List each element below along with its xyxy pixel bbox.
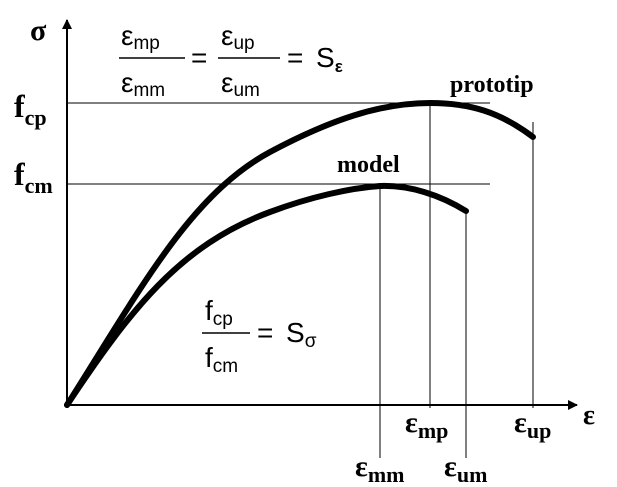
model-label: model (337, 152, 400, 178)
fcm-label: fcm (14, 156, 53, 198)
formula-stress-num: fcp (205, 295, 233, 330)
x-axis-symbol: ε (583, 400, 595, 431)
formula-strain-num1: εmp (121, 20, 160, 54)
formula-strain-den1: εmm (121, 67, 165, 101)
fcp-label: fcp (14, 88, 47, 130)
formula-stress-result: Sσ (286, 317, 317, 352)
strain-scale-formula: εmp εmm = εup εum = Sε (119, 20, 343, 101)
eps-up-label: εup (514, 406, 551, 443)
model-curve (64, 182, 469, 408)
eps-mm-label: εmm (355, 450, 404, 487)
formula-strain-eq1: = (191, 42, 207, 73)
stress-scale-formula: fcp fcm = Sσ (202, 295, 317, 377)
formula-strain-result: Sε (316, 42, 343, 76)
formula-strain-num2: εup (221, 20, 255, 54)
formula-stress-den: fcm (205, 342, 238, 377)
eps-um-label: εum (444, 450, 487, 487)
prototype-label: prototip (450, 72, 534, 98)
formula-strain-eq2: = (287, 42, 303, 73)
eps-mp-label: εmp (405, 406, 448, 443)
y-axis-symbol: σ (30, 14, 47, 47)
formula-stress-eq: = (257, 317, 273, 348)
formula-strain-den2: εum (221, 67, 260, 101)
prototype-curve (64, 99, 536, 408)
